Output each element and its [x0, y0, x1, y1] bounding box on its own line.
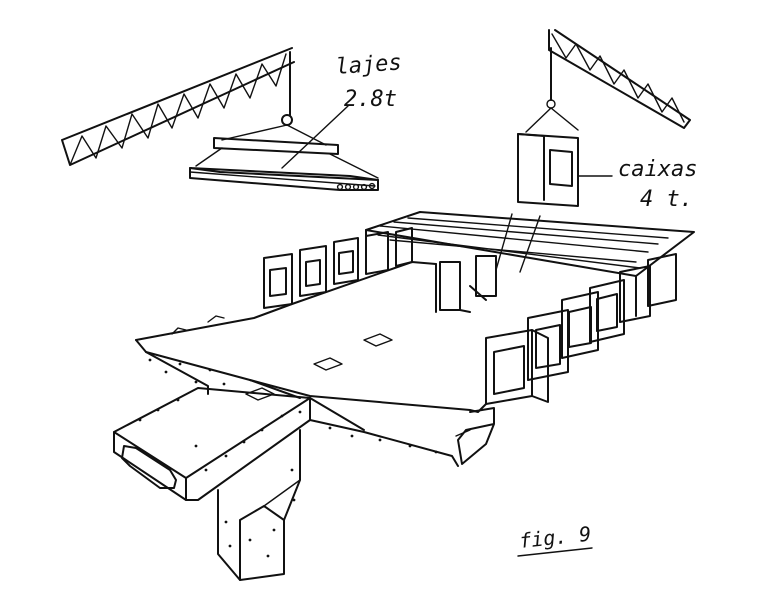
- slab-label: lajes: [335, 50, 403, 80]
- main-floor-slab: [135, 261, 495, 465]
- top-deck-planks: [365, 211, 695, 317]
- figure-label: fig. 9: [518, 522, 592, 553]
- slab-weight-label: 2.8t: [344, 87, 397, 112]
- right-box-row: [485, 253, 677, 405]
- concrete-texture: [138, 358, 438, 558]
- left-crane-icon: [61, 47, 327, 166]
- box-weight-label: 4 t.: [640, 187, 693, 212]
- figure-underline: [517, 547, 593, 557]
- slab-leader-line: [281, 105, 349, 169]
- right-crane-icon: [525, 29, 691, 133]
- box-label: caixas: [618, 157, 697, 182]
- hanging-slab-icon: [189, 137, 379, 191]
- hanging-box-icon: [517, 133, 579, 207]
- front-girder-and-pier: [113, 387, 459, 581]
